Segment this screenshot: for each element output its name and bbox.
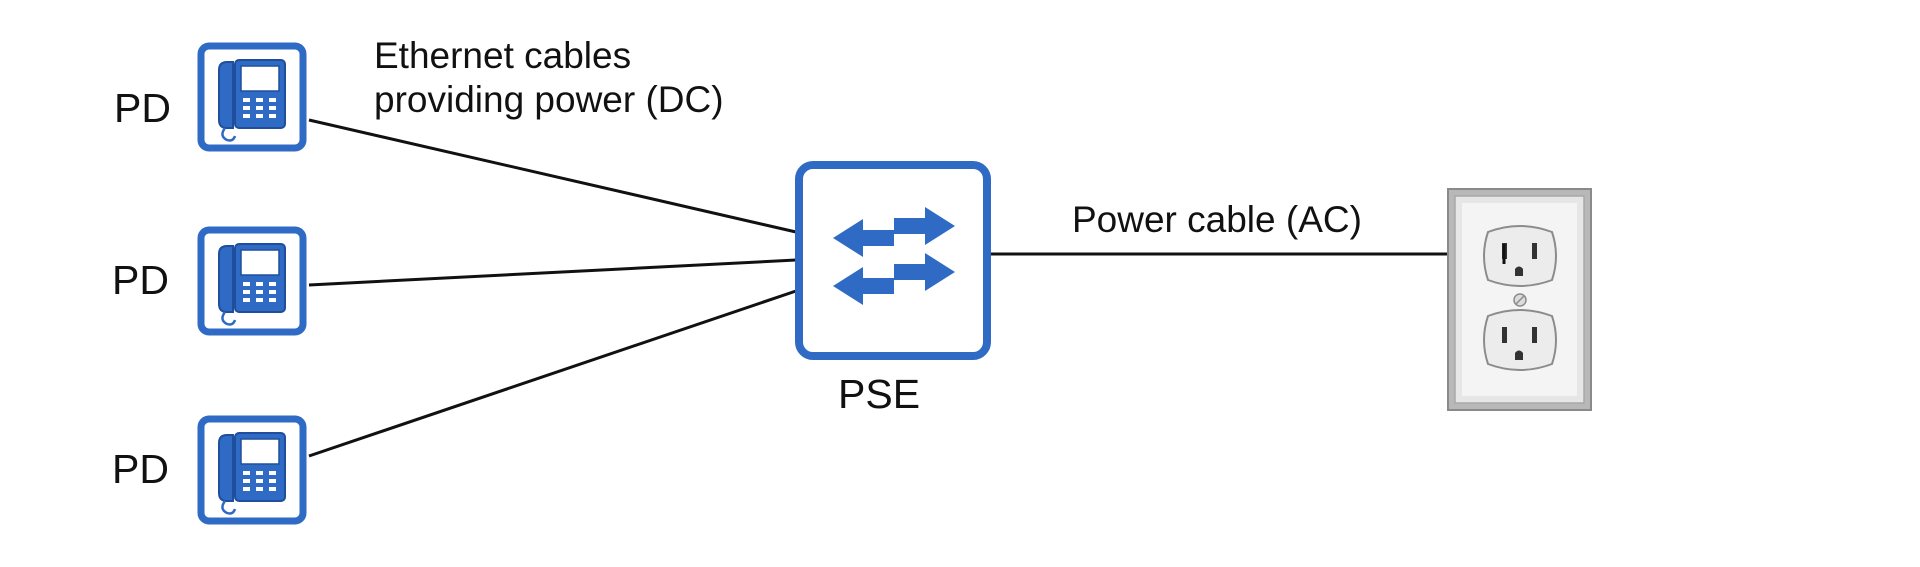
ip-phone-icon	[201, 230, 303, 332]
switch-arrows-icon	[833, 207, 955, 305]
pd-device-middle: PD	[112, 230, 303, 332]
pd-label: PD	[112, 446, 169, 492]
wall-outlet-icon	[1447, 188, 1592, 411]
pd-device-top: PD	[114, 46, 303, 148]
ethernet-cable-middle	[308, 258, 797, 287]
ethernet-cable-bottom	[308, 289, 797, 458]
pse-switch: PSE	[795, 161, 991, 417]
ethernet-cable-label-line1: Ethernet cables	[374, 35, 631, 76]
pd-label: PD	[112, 257, 169, 303]
ip-phone-icon	[201, 419, 303, 521]
pse-label: PSE	[838, 371, 920, 417]
switch-frame	[795, 161, 991, 360]
ethernet-cable-top	[308, 118, 797, 234]
power-cable-label: Power cable (AC)	[1072, 199, 1362, 240]
ip-phone-icon	[201, 46, 303, 148]
pd-device-bottom: PD	[112, 419, 303, 521]
ethernet-cable-label-line2: providing power (DC)	[374, 79, 724, 120]
ethernet-cables	[308, 118, 797, 458]
pd-label: PD	[114, 85, 171, 131]
